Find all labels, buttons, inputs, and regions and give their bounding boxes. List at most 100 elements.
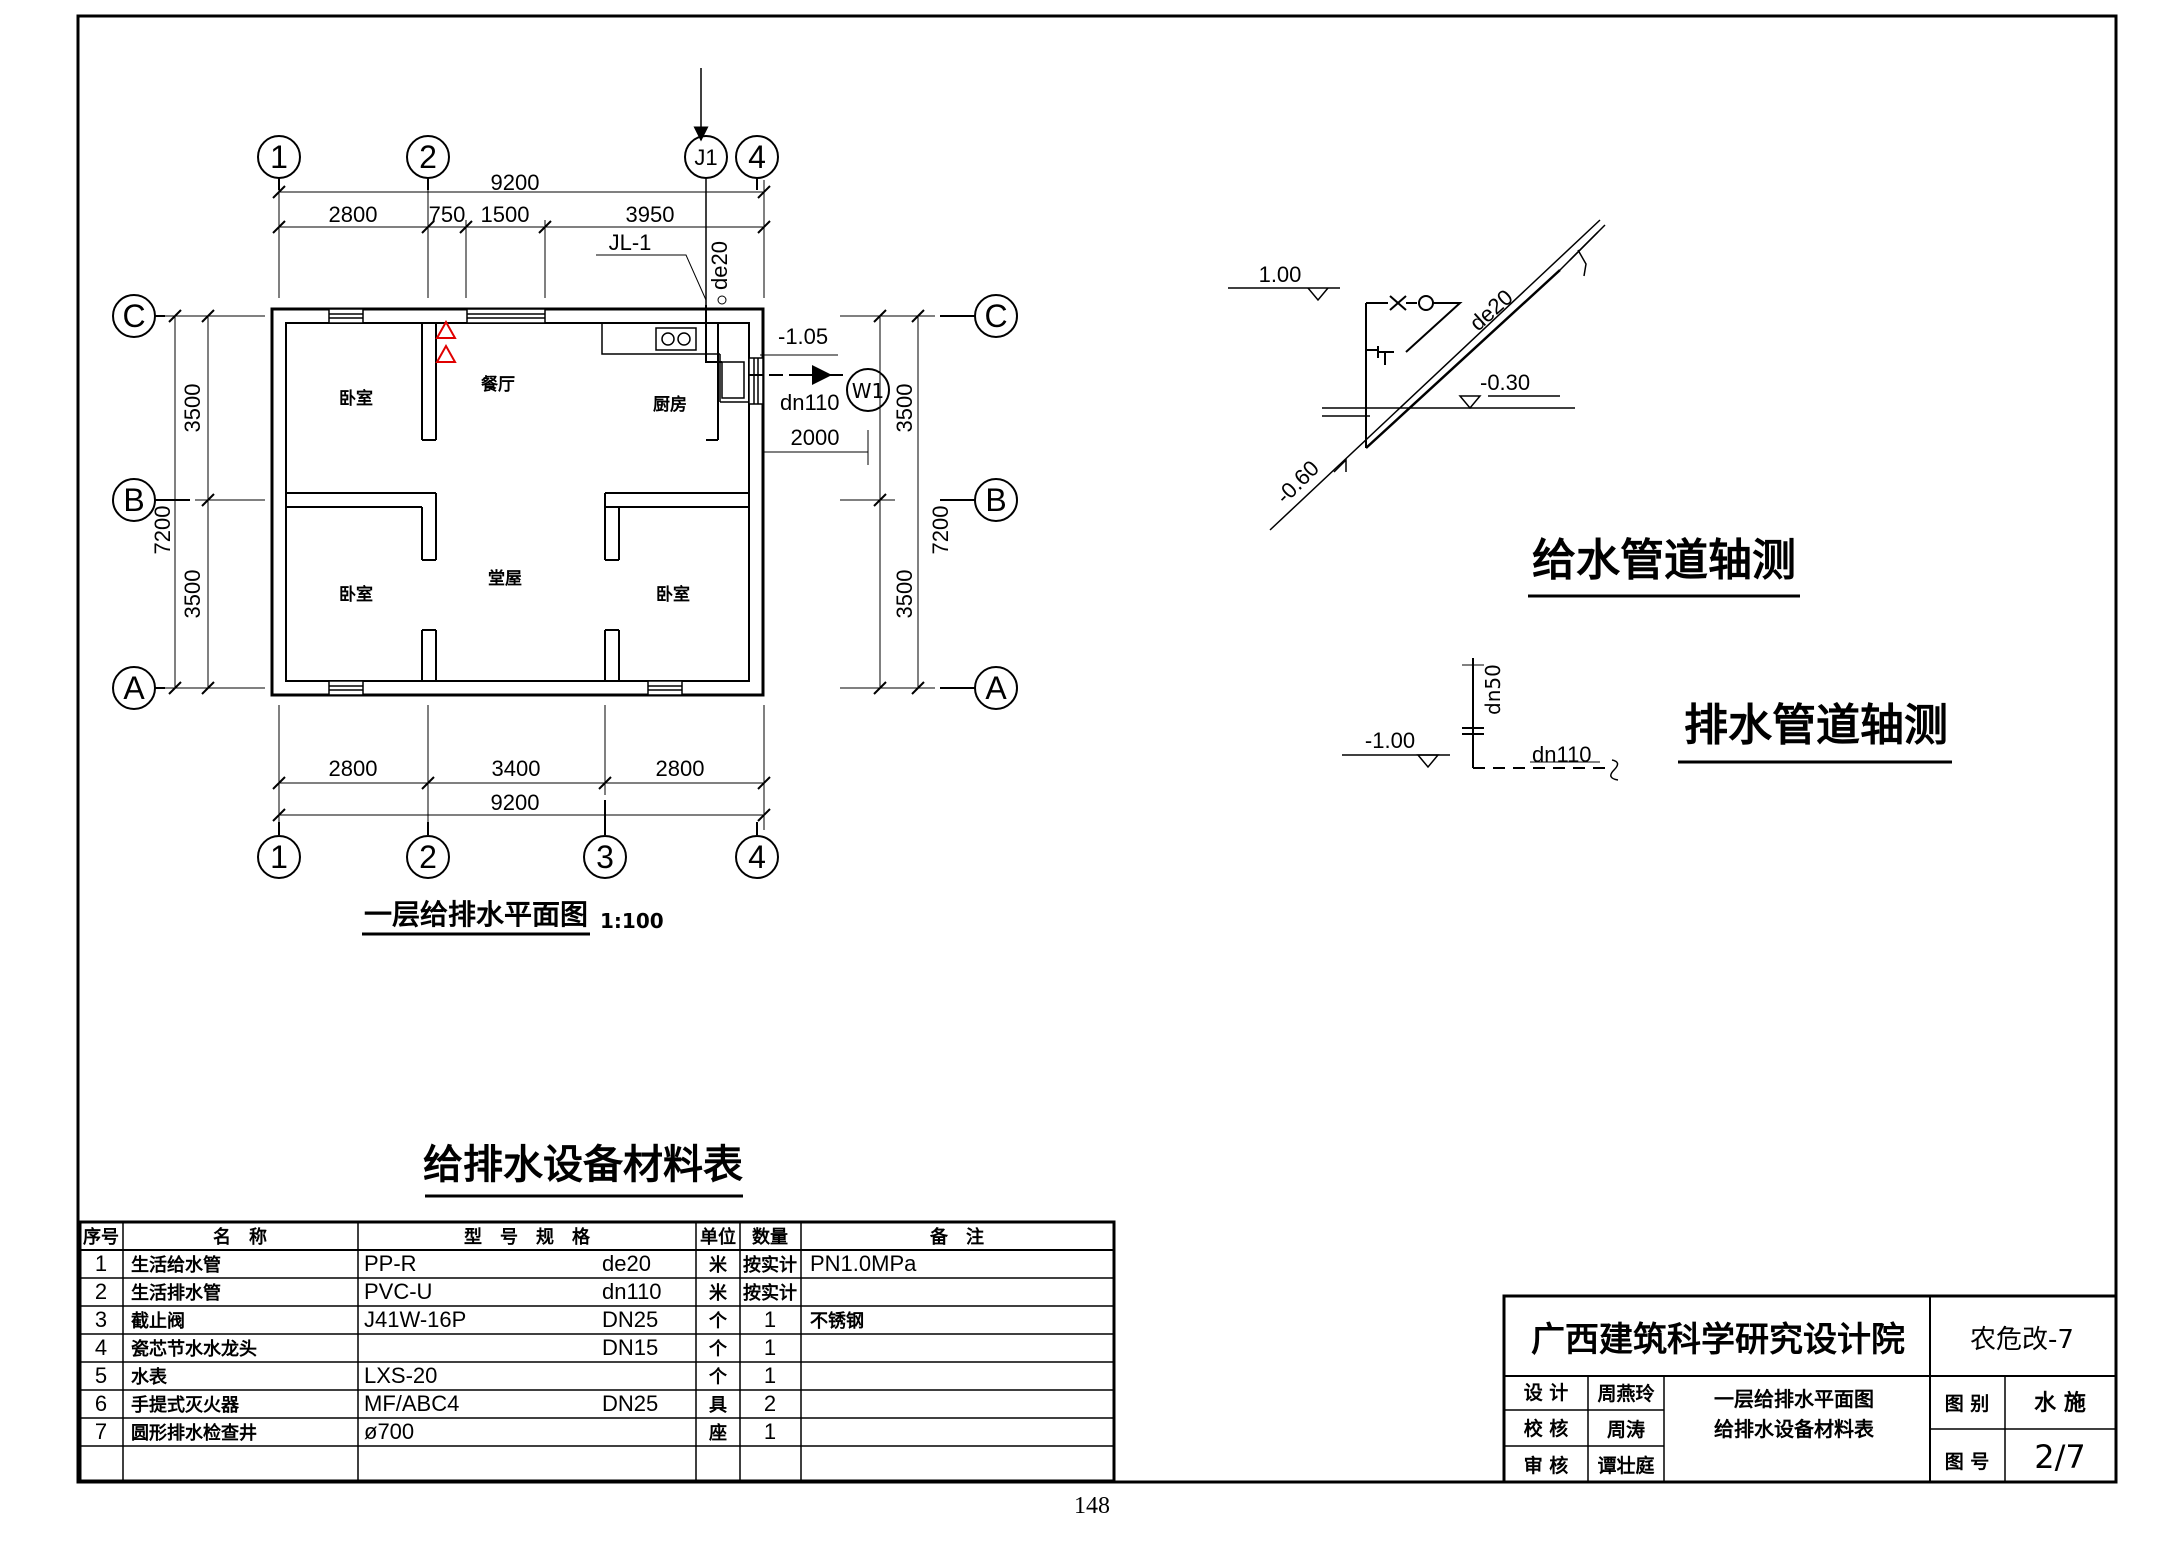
w1-label: W1	[852, 379, 885, 403]
supply-iso-title: 给水管道轴测	[1532, 535, 1796, 586]
dim-right-1: 3500	[892, 384, 917, 433]
materials-table-grid	[78, 1220, 1116, 1483]
dim-bottom-total: 9200	[491, 790, 540, 815]
table-cell-name: 圆形排水检查井	[131, 1422, 257, 1444]
dim-top-2: 750	[429, 202, 466, 227]
header-cell: 型 号 规 格	[464, 1226, 591, 1248]
table-cell-model: PVC-U	[364, 1279, 432, 1304]
drain-isometric	[1342, 658, 1952, 781]
dim-left-total: 7200	[150, 506, 175, 555]
dim-bottom-1: 2800	[329, 756, 378, 781]
water-meter-icon	[1418, 295, 1434, 311]
table-cell-no: 4	[95, 1335, 107, 1360]
table-cell-qty: 按实计	[743, 1282, 797, 1304]
plan-texts: 9200 2800 750 1500 3950 2800 3400 2800 9…	[122, 139, 1007, 933]
header-cell: 数量	[752, 1226, 788, 1248]
table-cell-name: 手提式灭火器	[131, 1394, 240, 1416]
room-label: 堂屋	[488, 568, 522, 589]
table-cell-unit: 具	[709, 1395, 727, 1416]
table-cell-name: 瓷芯节水水龙头	[131, 1338, 257, 1360]
table-cell-spec: dn110	[602, 1279, 662, 1304]
dim-left-1: 3500	[180, 384, 205, 433]
table-cell-spec: DN15	[602, 1335, 658, 1360]
drain-vent-label: dn50	[1481, 664, 1505, 715]
table-cell-unit: 座	[709, 1422, 727, 1444]
number-value: 2/7	[2034, 1438, 2086, 1476]
kitchen-counter	[601, 323, 749, 403]
axis-label-right-b: B	[985, 482, 1006, 518]
plan-dn110-label: dn110	[780, 390, 840, 415]
table-cell-unit: 个	[708, 1366, 728, 1388]
table-cell-note: PN1.0MPa	[810, 1251, 917, 1276]
supply-elev-top: 1.00	[1259, 262, 1302, 287]
header-cell: 名 称	[213, 1226, 267, 1248]
table-cell-no: 7	[95, 1419, 107, 1444]
table-cell-model: MF/ABC4	[364, 1391, 459, 1416]
table-cell-qty: 1	[764, 1307, 776, 1332]
faucet-icon	[1366, 346, 1394, 358]
exterior-wall-inner	[285, 322, 750, 682]
plan-title: 一层给排水平面图	[364, 898, 588, 931]
axis-label-left-b: B	[123, 482, 144, 518]
dim-right-total: 7200	[928, 506, 953, 555]
plan-de20-label: de20	[707, 241, 732, 290]
table-cell-qty: 1	[764, 1335, 776, 1360]
axis-label-right-a: A	[985, 670, 1007, 706]
interior-walls	[286, 323, 749, 681]
category-label: 图 别	[1945, 1393, 1990, 1415]
axis-label-left-a: A	[123, 670, 145, 706]
jl1-leader	[596, 254, 707, 301]
check-name: 周涛	[1607, 1419, 1645, 1441]
drain-iso-title: 排水管道轴测	[1684, 700, 1948, 751]
table-cell-spec: de20	[602, 1251, 651, 1276]
check-label: 校 核	[1524, 1417, 1569, 1440]
drain-pipe-label: dn110	[1532, 742, 1592, 767]
floor-plan	[112, 68, 1018, 936]
room-label: 餐厅	[481, 374, 515, 395]
table-cell-no: 2	[95, 1279, 107, 1304]
table-cell-qty: 按实计	[743, 1254, 797, 1276]
table-cell-note: 不锈钢	[810, 1310, 864, 1332]
right-dimensions	[840, 309, 935, 695]
supply-iso-texts: 1.00 de20 -0.30 -0.60 给水管道轴测	[1259, 262, 1796, 586]
institute-name: 广西建筑科学研究设计院	[1531, 1320, 1905, 1360]
top-dimensions	[272, 180, 771, 298]
drawing-title-1: 一层给排水平面图	[1714, 1387, 1874, 1411]
title-block-texts: 广西建筑科学研究设计院 农危改-7 设 计 周燕玲 校 核 周涛 审 核 谭壮庭…	[1524, 1320, 2086, 1477]
axis-label-top-j1: J1	[694, 145, 717, 170]
vent-cap-icon	[1462, 727, 1484, 735]
axis-bubbles	[112, 135, 1018, 879]
axis-label-top-1: 1	[270, 139, 288, 175]
table-cell-name: 截止阀	[131, 1310, 185, 1332]
table-cell-model: J41W-16P	[364, 1307, 466, 1332]
manhole-distance-label: 2000	[791, 425, 840, 450]
elevation-symbol	[1416, 754, 1440, 769]
elevation-symbol	[1333, 458, 1347, 473]
room-label: 卧室	[339, 388, 373, 409]
table-cell-name: 生活排水管	[131, 1282, 221, 1304]
dim-bottom-3: 2800	[656, 756, 705, 781]
materials-header: 序号 名 称 型 号 规 格 单位 数量 备 注	[83, 1226, 984, 1248]
table-cell-no: 3	[95, 1307, 107, 1332]
supply-pipe-label: de20	[1465, 284, 1518, 335]
drain-elev-label: -1.05	[778, 324, 828, 349]
materials-title: 给排水设备材料表	[423, 1142, 743, 1188]
table-cell-unit: 个	[708, 1310, 728, 1332]
dim-left-2: 3500	[180, 570, 205, 619]
windows	[328, 308, 764, 696]
table-cell-no: 6	[95, 1391, 107, 1416]
table-cell-qty: 1	[764, 1363, 776, 1388]
dim-right-2: 3500	[892, 570, 917, 619]
table-cell-unit: 米	[709, 1282, 728, 1304]
dim-top-1: 2800	[329, 202, 378, 227]
table-cell-no: 5	[95, 1363, 107, 1388]
fire-extinguisher-symbol	[435, 343, 457, 363]
manhole-w1-icon	[846, 368, 890, 412]
table-cell-spec: DN25	[602, 1307, 658, 1332]
supply-elev-mid: -0.30	[1480, 370, 1530, 395]
bottom-dimensions	[272, 705, 771, 830]
gate-valve-icon	[1389, 295, 1407, 311]
table-cell-unit: 米	[709, 1254, 728, 1276]
